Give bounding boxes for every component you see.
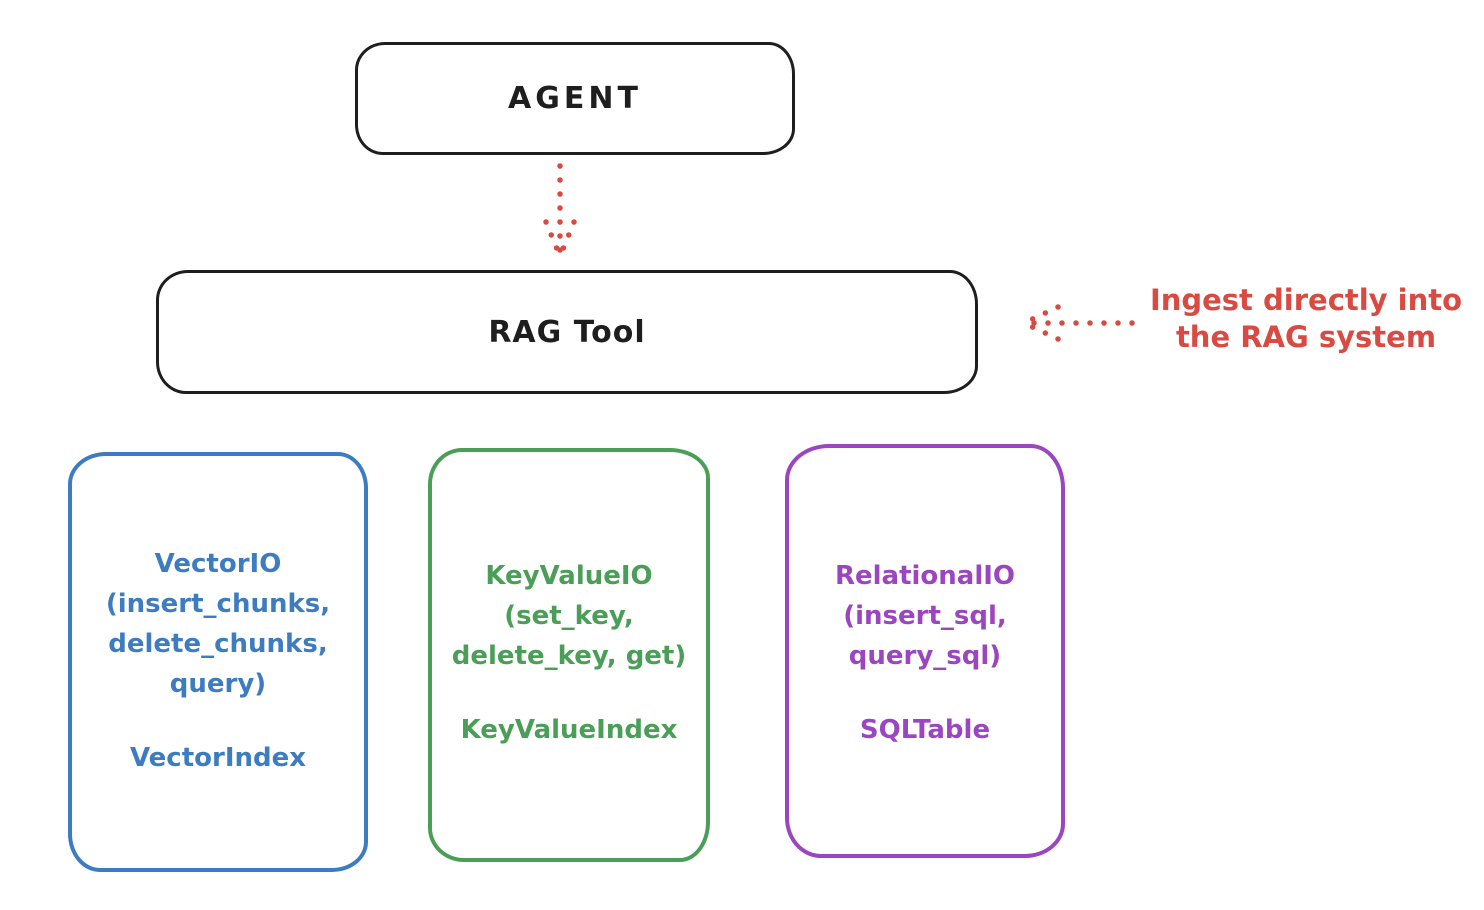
store-line: query_sql) bbox=[848, 641, 1002, 671]
store-line: VectorIO bbox=[154, 549, 282, 579]
store-line: delete_chunks, bbox=[108, 629, 328, 659]
dotted-left-arrow-icon bbox=[1023, 304, 1135, 342]
agent-box: AGENT bbox=[355, 42, 795, 155]
store-line: (insert_sql, bbox=[843, 601, 1007, 631]
store-line: RelationalIO bbox=[834, 561, 1016, 591]
annotation-arrow bbox=[1018, 300, 1138, 346]
relational-io-box: RelationalIO (insert_sql, query_sql) SQL… bbox=[785, 444, 1065, 858]
agent-to-ragtool-arrow bbox=[538, 162, 582, 266]
rag-tool-box: RAG Tool bbox=[156, 270, 978, 394]
store-line: (insert_chunks, bbox=[105, 589, 331, 619]
keyvalue-index-label: KeyValueIndex bbox=[460, 715, 678, 745]
relational-io-text: RelationalIO (insert_sql, query_sql) SQL… bbox=[789, 556, 1061, 750]
store-line: KeyValueIO bbox=[485, 561, 653, 591]
annotation-line-2: the RAG system bbox=[1175, 320, 1437, 354]
keyvalue-io-box: KeyValueIO (set_key, delete_key, get) Ke… bbox=[428, 448, 710, 862]
keyvalue-io-text: KeyValueIO (set_key, delete_key, get) Ke… bbox=[432, 556, 706, 750]
sql-table-label: SQLTable bbox=[859, 715, 991, 745]
line-gap bbox=[789, 676, 1061, 710]
store-line: query) bbox=[169, 669, 267, 699]
annotation-line-1: Ingest directly into bbox=[1149, 283, 1463, 317]
agent-box-label: AGENT bbox=[508, 81, 642, 116]
annotation-text: Ingest directly into the RAG system bbox=[1128, 282, 1484, 356]
store-line: delete_key, get) bbox=[451, 641, 687, 671]
vector-index-label: VectorIndex bbox=[129, 743, 307, 773]
vector-io-box: VectorIO (insert_chunks, delete_chunks, … bbox=[68, 452, 368, 872]
rag-tool-box-label: RAG Tool bbox=[488, 314, 646, 350]
line-gap bbox=[72, 704, 364, 738]
line-gap bbox=[432, 676, 706, 710]
store-line: (set_key, bbox=[504, 601, 634, 631]
vector-io-text: VectorIO (insert_chunks, delete_chunks, … bbox=[72, 544, 364, 778]
dotted-down-arrow-icon bbox=[543, 163, 577, 257]
